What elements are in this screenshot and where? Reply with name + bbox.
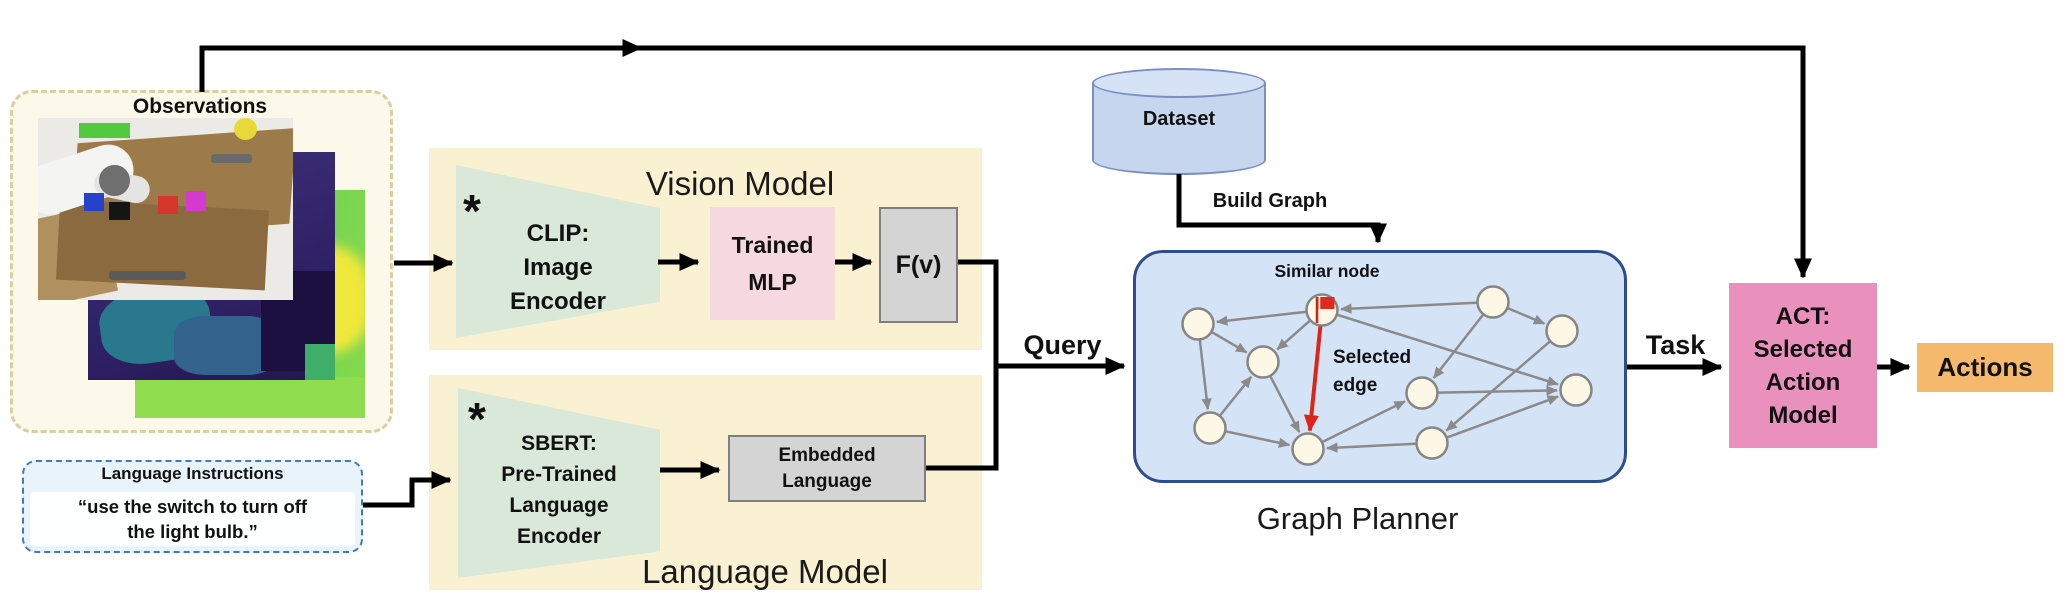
query-label: Query	[1023, 330, 1102, 360]
blue-cube	[83, 192, 105, 211]
trained-mlp-box: Trained MLP	[710, 207, 835, 320]
instruction-quote-band: “use the switch to turn off the light bu…	[30, 492, 355, 546]
visual-feature-box: F(v)	[879, 207, 958, 323]
instruction-quote: “use the switch to turn off the light bu…	[77, 496, 308, 542]
depth-green-corner	[305, 343, 335, 380]
depth-light-band	[135, 376, 365, 418]
black-cube	[109, 201, 130, 220]
actions-output-box: Actions	[1917, 343, 2053, 392]
frozen-asterisk-language: *	[468, 393, 486, 445]
task-label: Task	[1645, 330, 1706, 360]
vision-model-title: Vision Model	[645, 165, 835, 202]
depth-blue-patch	[174, 316, 279, 376]
drawer-handle	[109, 270, 186, 280]
build-graph-label: Build Graph	[1212, 190, 1328, 212]
rgb-observation-image	[38, 118, 293, 300]
yellow-ball	[234, 118, 258, 140]
stool	[211, 154, 253, 164]
language-instructions-title: Language Instructions	[101, 464, 284, 483]
similar-node-label: Similar node	[1274, 261, 1380, 281]
dataset-label: Dataset	[1142, 108, 1216, 130]
robot-joint	[99, 165, 130, 197]
embedded-language-box: Embedded Language	[728, 435, 926, 502]
language-model-title: Language Model	[642, 553, 888, 590]
magenta-cube	[185, 190, 207, 211]
red-cube	[157, 196, 179, 215]
graph-planner-title: Graph Planner	[1256, 501, 1459, 536]
selected-edge-label: Selected edge	[1333, 347, 1412, 396]
act-selected-action-model: ACT: Selected Action Model	[1729, 283, 1877, 448]
green-block	[78, 123, 130, 138]
frozen-asterisk-vision: *	[463, 185, 481, 237]
dataset-cylinder-top	[1092, 68, 1266, 98]
observations-title: Observations	[132, 95, 268, 118]
